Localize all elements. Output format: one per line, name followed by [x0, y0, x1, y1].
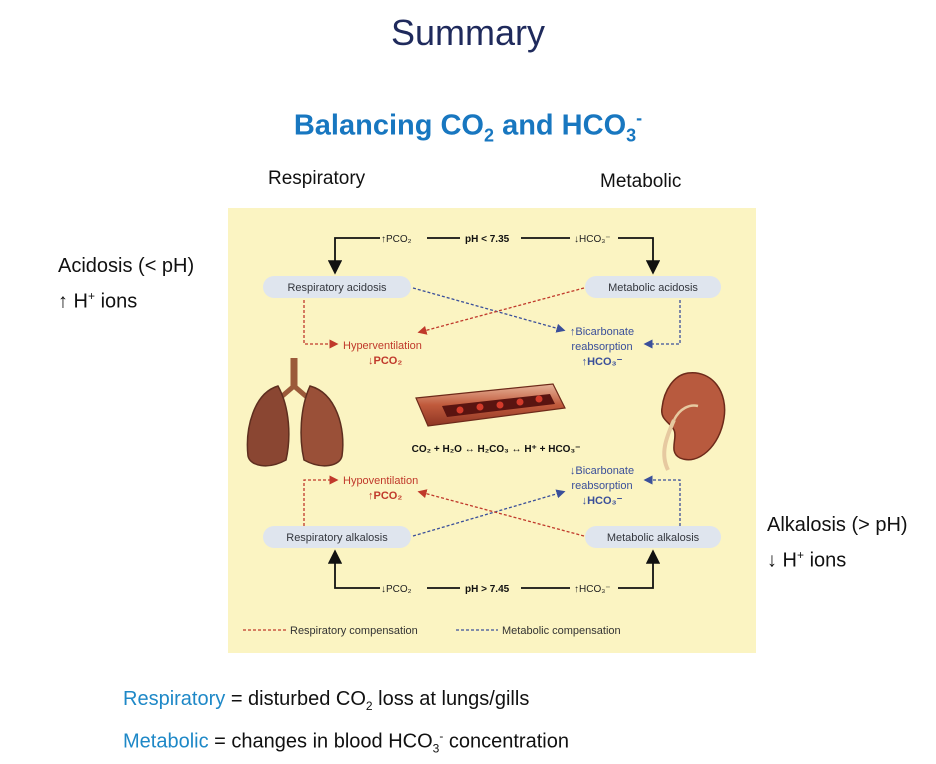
hypoventilation-pco2: ↑PCO₂: [368, 490, 402, 502]
hyperventilation-pco2: ↓PCO₂: [368, 355, 402, 367]
respiratory-alkalosis-pill: [263, 526, 411, 548]
equation-label: CO₂ + H₂O ↔ H₂CO₃ ↔ H⁺ + HCO₃⁻: [412, 444, 581, 455]
metab-alkalosis-compensation-arrow: [643, 475, 681, 526]
metab-acidosis-compensation-arrow: [643, 300, 681, 349]
metabolic-acidosis-label: Metabolic acidosis: [608, 282, 698, 294]
top-hco3-label: ↓HCO₃⁻: [574, 234, 611, 245]
respiratory-acidosis-label: Respiratory acidosis: [287, 282, 387, 294]
hyperventilation-label: Hyperventilation: [343, 340, 422, 352]
diagram-subtitle: Balancing CO2 and HCO3-: [293, 108, 643, 146]
acid-base-diagram: ↑PCO₂ pH < 7.35 ↓HCO₃⁻ Respiratory acido…: [243, 234, 726, 637]
metabolic-alkalosis-label: Metabolic alkalosis: [607, 532, 700, 544]
resp-alkalosis-to-bicarb-arrow: [412, 489, 566, 537]
bicarb-up-line2: reabsorption: [571, 341, 632, 353]
hypoventilation-label: Hypoventilation: [343, 475, 418, 487]
top-left-arrow: [327, 237, 380, 275]
kidney-illustration: [661, 372, 726, 471]
page-title: Summary: [390, 12, 546, 53]
column-header-metabolic: Metabolic: [600, 171, 682, 192]
bicarb-down-line3: ↓HCO₃⁻: [582, 495, 623, 507]
definitions-block: Respiratory = disturbed CO2 loss at lung…: [123, 684, 569, 764]
respiratory-alkalosis-label: Respiratory alkalosis: [286, 532, 388, 544]
metab-to-hyperventilation-arrow: [417, 287, 585, 335]
acidosis-label: Acidosis (< pH) ↑ H+ ions: [58, 255, 195, 313]
legend-respiratory-label: Respiratory compensation: [290, 625, 418, 637]
bicarb-down-line2: reabsorption: [571, 480, 632, 492]
top-ph-label: pH < 7.35: [465, 234, 510, 245]
bottom-pco2-label: ↓PCO₂: [381, 584, 412, 595]
lungs-illustration: [246, 358, 344, 467]
resp-alkalosis-compensation-arrow: [303, 475, 339, 526]
column-header-respiratory: Respiratory: [268, 168, 366, 189]
alkalosis-label: Alkalosis (> pH) ↓ H+ ions: [767, 514, 908, 572]
bicarb-up-line3: ↑HCO₃⁻: [582, 356, 623, 368]
metabolic-acidosis-pill: [585, 276, 721, 298]
bottom-left-arrow: [327, 549, 380, 589]
bicarb-down-line1: ↓Bicarbonate: [570, 465, 634, 477]
top-pco2-label: ↑PCO₂: [381, 234, 412, 245]
legend-metabolic-label: Metabolic compensation: [502, 625, 621, 637]
bicarb-up-line1: ↑Bicarbonate: [570, 326, 634, 338]
respiratory-acidosis-pill: [263, 276, 411, 298]
top-right-arrow: [618, 237, 661, 275]
metabolic-alkalosis-pill: [585, 526, 721, 548]
definition-metabolic: Metabolic = changes in blood HCO3- conce…: [123, 729, 569, 756]
definition-respiratory: Respiratory = disturbed CO2 loss at lung…: [123, 688, 530, 713]
bottom-ph-label: pH > 7.45: [465, 584, 510, 595]
bottom-right-arrow: [618, 549, 661, 589]
blood-vessel-illustration: [415, 383, 566, 427]
bottom-hco3-label: ↑HCO₃⁻: [574, 584, 611, 595]
resp-to-bicarb-arrow: [412, 287, 566, 333]
resp-acidosis-compensation-arrow: [303, 300, 339, 349]
metab-alkalosis-to-hypo-arrow: [417, 489, 585, 537]
